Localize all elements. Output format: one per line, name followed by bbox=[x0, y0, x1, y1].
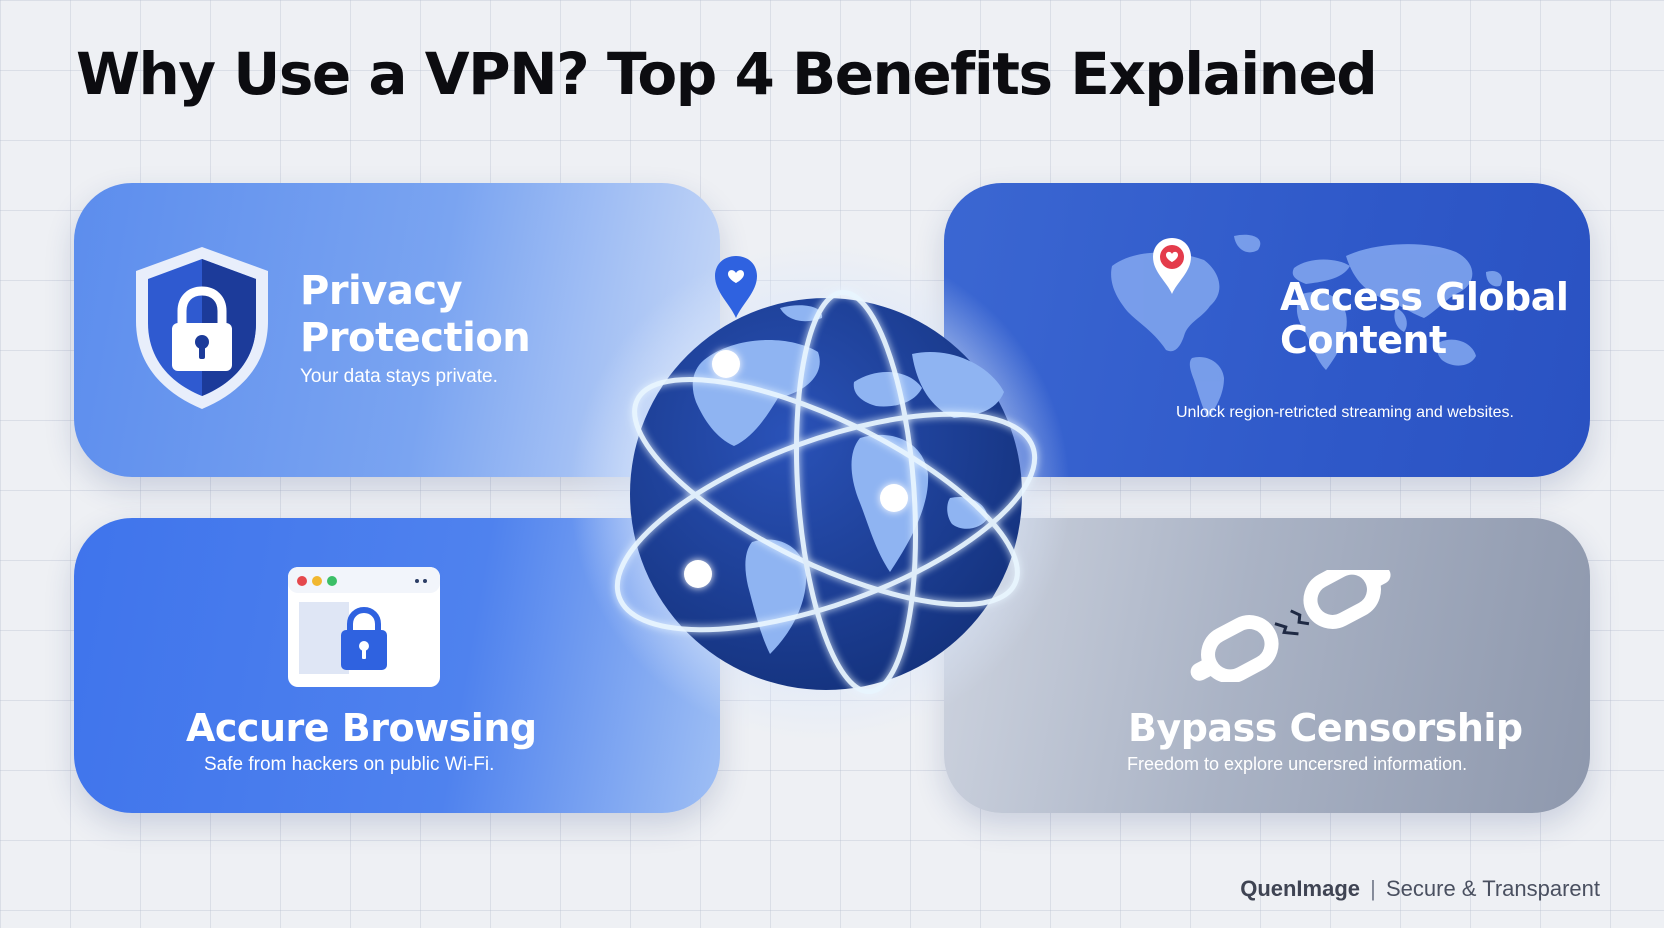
page-title: Why Use a VPN? Top 4 Benefits Explained bbox=[76, 40, 1378, 108]
title-line-1: Access Global bbox=[1280, 275, 1569, 319]
footer-brand: QuenImage bbox=[1240, 876, 1361, 901]
access-global-content-subtitle: Unlock region-retricted streaming and we… bbox=[1176, 404, 1514, 421]
location-pin-icon bbox=[1153, 238, 1191, 294]
access-global-content-title: Access Global Content bbox=[1280, 275, 1569, 362]
bypass-censorship-title: Bypass Censorship bbox=[1128, 706, 1523, 750]
location-pin-icon bbox=[715, 256, 757, 318]
secure-browsing-title: Accure Browsing bbox=[186, 706, 537, 750]
bypass-censorship-subtitle: Freedom to explore uncersred information… bbox=[1127, 754, 1468, 774]
privacy-protection-title: Privacy Protection bbox=[300, 268, 531, 362]
footer-credit: QuenImage | Secure & Transparent bbox=[1240, 876, 1600, 902]
footer-tagline: Secure & Transparent bbox=[1385, 876, 1600, 901]
broken-chain-icon bbox=[1190, 570, 1391, 682]
privacy-protection-subtitle: Your data stays private. bbox=[300, 366, 498, 387]
globe-network-icon bbox=[570, 242, 1070, 742]
shield-lock-icon bbox=[136, 247, 268, 409]
title-line-1: Privacy bbox=[300, 268, 463, 314]
browser-lock-icon bbox=[288, 567, 440, 687]
secure-browsing-subtitle: Safe from hackers on public Wi-Fi. bbox=[204, 754, 495, 775]
world-map-pin-icon bbox=[1111, 234, 1503, 418]
title-line-2: Content bbox=[1280, 318, 1447, 362]
footer-separator: | bbox=[1370, 876, 1376, 901]
title-line-2: Protection bbox=[300, 315, 531, 361]
